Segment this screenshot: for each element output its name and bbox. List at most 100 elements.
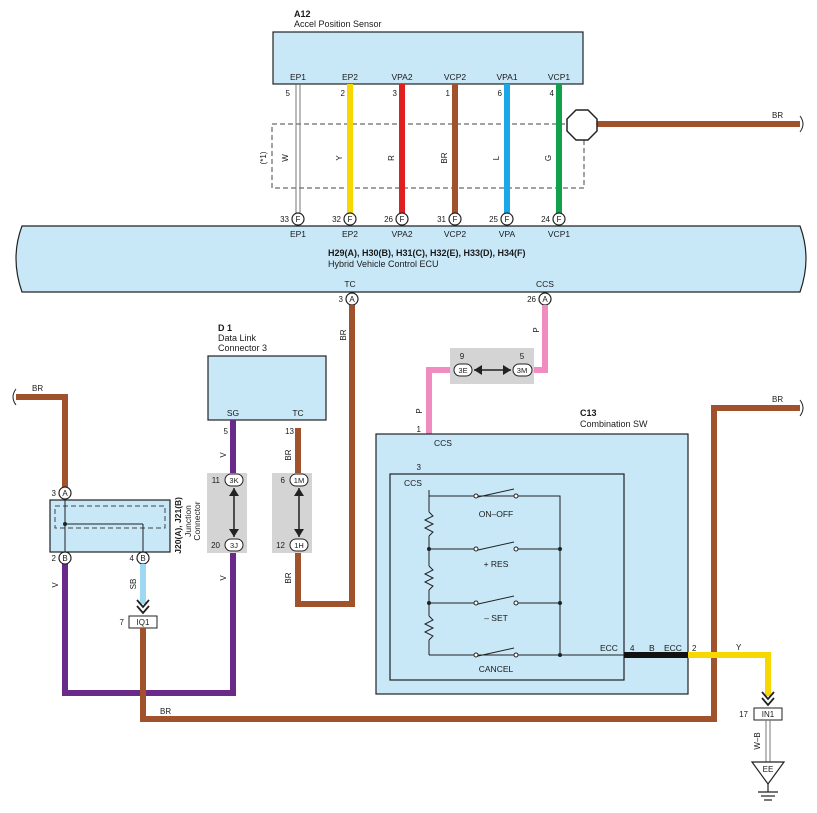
tc-br-wire <box>295 305 355 607</box>
sensor-wire-colors: W Y R BR L G <box>281 152 553 163</box>
wire-label-br: BR <box>772 111 783 120</box>
svg-text:A: A <box>349 295 355 304</box>
svg-text:3E: 3E <box>458 366 467 375</box>
svg-text:ECC: ECC <box>664 643 682 653</box>
svg-text:VCP1: VCP1 <box>548 229 570 239</box>
ecu-box <box>15 225 807 293</box>
svg-text:5: 5 <box>286 89 291 98</box>
connector-arrow <box>136 599 150 615</box>
connector-3e-3m: 9 5 3E 3M <box>450 348 534 384</box>
svg-text:F: F <box>453 215 458 224</box>
svg-text:1H: 1H <box>294 541 304 550</box>
svg-text:3: 3 <box>339 295 344 304</box>
svg-text:5: 5 <box>224 427 229 436</box>
svg-text:EP1: EP1 <box>290 229 306 239</box>
svg-text:IQ1: IQ1 <box>137 618 150 627</box>
svg-text:4: 4 <box>130 554 135 563</box>
svg-text:9: 9 <box>460 352 465 361</box>
svg-text:CCS: CCS <box>536 279 554 289</box>
svg-text:VCP2: VCP2 <box>444 229 466 239</box>
svg-text:F: F <box>505 215 510 224</box>
ecu-name: Hybrid Vehicle Control ECU <box>328 259 439 269</box>
switch-label: CANCEL <box>479 664 514 674</box>
svg-text:F: F <box>348 215 353 224</box>
svg-text:Combination SW: Combination SW <box>580 419 648 429</box>
svg-text:A: A <box>542 295 548 304</box>
svg-text:CCS: CCS <box>434 438 452 448</box>
svg-text:A: A <box>62 489 68 498</box>
svg-text:BR: BR <box>440 152 449 163</box>
svg-text:F: F <box>296 215 301 224</box>
svg-text:B: B <box>62 554 67 563</box>
svg-text:P: P <box>415 408 424 413</box>
svg-text:Connector: Connector <box>192 501 202 540</box>
svg-text:F: F <box>557 215 562 224</box>
svg-text:11: 11 <box>212 476 221 485</box>
svg-text:Connector 3: Connector 3 <box>218 343 267 353</box>
svg-text:B: B <box>649 643 655 653</box>
svg-text:BR: BR <box>284 572 293 583</box>
svg-text:1: 1 <box>446 89 451 98</box>
svg-text:1: 1 <box>417 425 422 434</box>
wire-label-br: BR <box>339 329 348 340</box>
svg-text:B: B <box>140 554 145 563</box>
svg-text:VPA2: VPA2 <box>391 229 412 239</box>
sensor-pin-numbers: 5 2 3 1 6 4 <box>286 89 555 98</box>
svg-text:24: 24 <box>541 215 550 224</box>
ecu-bottom-pins: A 3 A 26 <box>339 292 552 306</box>
connector-3k-3j: 3K 11 3J 20 <box>207 473 247 553</box>
junction-connector: A 3 B 2 B 4 J20(A), J21(B) Junction Conn… <box>49 486 202 565</box>
connector-in1 <box>753 707 783 721</box>
svg-text:1M: 1M <box>294 476 304 485</box>
svg-text:V: V <box>51 582 60 588</box>
svg-text:5: 5 <box>520 352 525 361</box>
ccs-pink-wire <box>426 305 548 436</box>
svg-text:3M: 3M <box>517 366 527 375</box>
svg-text:13: 13 <box>285 427 294 436</box>
svg-text:6: 6 <box>281 476 286 485</box>
svg-text:V: V <box>219 575 228 581</box>
switch-label: ON–OFF <box>479 509 513 519</box>
svg-text:SB: SB <box>129 579 138 590</box>
svg-text:26: 26 <box>527 295 536 304</box>
hybrid-ecu: EP1 EP2 VPA2 VCP2 VPA VCP1 H29(A), H30(B… <box>15 225 807 293</box>
sensor-code: A12 <box>294 9 311 19</box>
svg-text:TC: TC <box>344 279 355 289</box>
svg-text:D 1: D 1 <box>218 323 232 333</box>
svg-text:F: F <box>400 215 405 224</box>
svg-text:2: 2 <box>52 554 57 563</box>
shield-note: (*1) <box>259 151 268 164</box>
svg-text:C13: C13 <box>580 408 597 418</box>
svg-text:3K: 3K <box>229 476 238 485</box>
svg-text:Y: Y <box>736 643 742 652</box>
svg-text:3: 3 <box>417 463 422 472</box>
sensor-name: Accel Position Sensor <box>294 19 382 29</box>
svg-text:W: W <box>281 154 290 162</box>
svg-text:W–B: W–B <box>753 732 762 749</box>
svg-text:20: 20 <box>211 541 220 550</box>
svg-text:IN1: IN1 <box>762 710 775 719</box>
svg-text:3: 3 <box>52 489 57 498</box>
svg-text:25: 25 <box>489 215 498 224</box>
ecu-pins: F F F F F F 33 32 26 31 25 24 <box>280 212 566 226</box>
svg-text:32: 32 <box>332 215 341 224</box>
sensor-pin-label: VPA1 <box>496 72 517 82</box>
svg-text:ECC: ECC <box>600 643 618 653</box>
svg-text:BR: BR <box>772 395 783 404</box>
svg-text:BR: BR <box>160 707 171 716</box>
svg-text:6: 6 <box>498 89 503 98</box>
connector-arrow <box>761 691 775 707</box>
sensor-pin-label: VCP1 <box>548 72 570 82</box>
combination-switch: C13 Combination SW CCS 1 3 CCS <box>375 408 697 695</box>
ecu-connectors: H29(A), H30(B), H31(C), H32(E), H33(D), … <box>328 248 526 258</box>
svg-text:V: V <box>219 452 228 458</box>
sensor-pin-label: EP2 <box>342 72 358 82</box>
sensor-pin-label: VPA2 <box>391 72 412 82</box>
svg-text:SG: SG <box>227 408 239 418</box>
switch-label: + RES <box>484 559 509 569</box>
svg-text:3J: 3J <box>230 541 238 550</box>
data-link-connector: D 1 Data Link Connector 3 SG TC 5 13 <box>207 323 327 436</box>
sensor-pin-label: EP1 <box>290 72 306 82</box>
junction-br-wire <box>16 394 68 487</box>
